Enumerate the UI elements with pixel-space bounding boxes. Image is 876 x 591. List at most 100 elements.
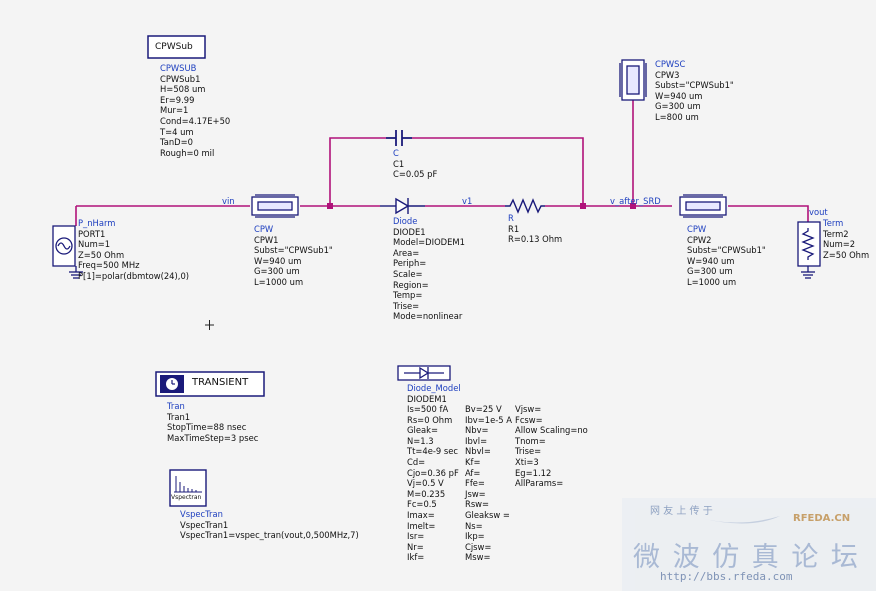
param-line: Periph= <box>393 258 427 269</box>
param-line: CPW <box>687 224 707 234</box>
param-line: W=940 um <box>655 90 703 101</box>
param-line: Subst="CPWSub1" <box>254 245 333 256</box>
param-line: Eg=1.12 <box>515 467 552 478</box>
param-line: W=940 um <box>687 255 735 266</box>
param-line: Allow Scaling=no <box>515 425 588 436</box>
term-symbol[interactable] <box>797 221 821 279</box>
param-line: C <box>393 148 399 158</box>
param-line: Mur=1 <box>160 105 189 116</box>
param-line: Cjsw= <box>465 541 492 552</box>
param-line: Num=2 <box>823 239 856 250</box>
param-line: Ikp= <box>465 531 485 542</box>
param-line: DIODE1 <box>393 226 426 237</box>
watermark-site-text: RFEDA.CN <box>793 513 851 524</box>
param-line: C1 <box>393 158 405 169</box>
diode-symbol[interactable] <box>380 197 425 215</box>
net-label-v1: v1 <box>462 196 473 206</box>
vspectran-params: VspecTran VspecTran1 VspecTran1=vspec_tr… <box>180 509 359 541</box>
param-line: CPW <box>254 224 274 234</box>
param-line: Vj=0.5 V <box>407 478 444 489</box>
param-line: Er=9.99 <box>160 94 195 105</box>
param-line: Kf= <box>465 456 481 467</box>
port-source-symbol[interactable] <box>52 225 83 279</box>
param-line: Msw= <box>465 552 491 563</box>
cpwsub-box-label: CPWSub <box>155 42 193 52</box>
vspectran-component[interactable] <box>169 469 207 507</box>
param-line: Ikf= <box>407 552 425 563</box>
param-line: Rsw= <box>465 499 490 510</box>
net-label-vout: vout <box>809 207 828 217</box>
param-line: N=1.3 <box>407 435 434 446</box>
param-line: Scale= <box>393 268 423 279</box>
param-line: Nbv= <box>465 425 489 436</box>
net-label-vin: vin <box>222 196 235 206</box>
cpwsc-params: CPWSC CPW3 Subst="CPWSub1" W=940 um G=30… <box>655 59 734 123</box>
param-line: R <box>508 213 514 223</box>
param-line: R=0.13 Ohm <box>508 234 563 245</box>
param-line: Diode_Model <box>407 383 461 393</box>
param-line: Isr= <box>407 531 425 542</box>
param-line: G=300 um <box>254 266 300 277</box>
param-line: Z=50 Ohm <box>823 249 870 260</box>
param-line: CPWSC <box>655 59 686 69</box>
diode-model-col2: Bv=25 V Ibv=1e-5 A Nbv= Ibvl= Nbvl= Kf= … <box>465 404 512 563</box>
cpw2-symbol[interactable] <box>679 194 727 218</box>
param-line: VspecTran <box>180 509 223 519</box>
param-line: Gleak= <box>407 425 438 436</box>
param-line: Imelt= <box>407 520 436 531</box>
param-line: CPWSub1 <box>160 73 201 84</box>
param-line: Tt=4e-9 sec <box>407 446 459 457</box>
watermark-title: 微 波 仿 真 论 坛 <box>633 542 860 573</box>
param-line: L=1000 um <box>254 276 304 287</box>
cpwsub-component[interactable] <box>147 35 206 59</box>
capacitor-symbol[interactable] <box>386 130 412 146</box>
watermark-graphic <box>622 498 876 591</box>
param-line: R1 <box>508 223 520 234</box>
wires <box>75 100 809 226</box>
param-line: TanD=0 <box>160 137 193 148</box>
watermark-url: http://bbs.rfeda.com <box>660 570 793 583</box>
param-line: PORT1 <box>78 228 106 239</box>
param-line: Model=DIODEM1 <box>393 237 465 248</box>
param-line: AllParams= <box>515 478 564 489</box>
param-line: DIODEM1 <box>407 393 447 404</box>
param-line: Tnom= <box>515 435 546 446</box>
param-line: VspecTran1=vspec_tran(vout,0,500MHz,7) <box>180 530 359 541</box>
diode-model-header: Diode_Model DIODEM1 <box>407 383 461 404</box>
param-line: Is=500 fA <box>407 404 449 414</box>
resistor-params: R R1 R=0.13 Ohm <box>508 213 562 245</box>
wire-cap-bypass-left <box>329 137 386 206</box>
param-line: Freq=500 MHz <box>78 260 140 271</box>
param-line: T=4 um <box>160 126 194 137</box>
cpw2-params: CPW CPW2 Subst="CPWSub1" W=940 um G=300 … <box>687 224 766 288</box>
transient-params: Tran Tran1 StopTime=88 nsec MaxTimeStep=… <box>167 401 258 443</box>
cpw1-symbol[interactable] <box>251 194 299 218</box>
param-line: Cd= <box>407 456 426 467</box>
cpwsc-symbol[interactable] <box>619 59 647 101</box>
param-line: Gleaksw = <box>465 509 510 520</box>
param-line: Region= <box>393 279 429 290</box>
port-params: P_nHarm PORT1 Num=1 Z=50 Ohm Freq=500 MH… <box>78 218 189 282</box>
param-line: Cond=4.17E+50 <box>160 115 231 126</box>
param-line: Term <box>823 218 844 228</box>
param-line: Nr= <box>407 541 424 552</box>
transient-component[interactable] <box>155 371 265 397</box>
param-line: Af= <box>465 467 481 478</box>
vspectran-icon-label: Vspectran <box>171 494 202 501</box>
param-line: P_nHarm <box>78 218 116 228</box>
param-line: Term2 <box>823 228 849 239</box>
param-line: CPWSUB <box>160 63 197 73</box>
term-params: Term Term2 Num=2 Z=50 Ohm <box>823 218 869 260</box>
param-line: Ffe= <box>465 478 485 489</box>
wire-cap-bypass-right <box>412 137 584 206</box>
diode-model-symbol[interactable] <box>397 365 451 381</box>
diode-model-col3: Vjsw= Fcsw= Allow Scaling=no Tnom= Trise… <box>515 404 588 489</box>
param-line: CPW3 <box>655 69 680 80</box>
param-line: C=0.05 pF <box>393 169 438 180</box>
param-line: Temp= <box>393 290 423 301</box>
param-line: G=300 um <box>687 266 733 277</box>
param-line: Fc=0.5 <box>407 499 437 510</box>
resistor-symbol[interactable] <box>505 198 545 214</box>
param-line: Mode=nonlinear <box>393 311 463 322</box>
